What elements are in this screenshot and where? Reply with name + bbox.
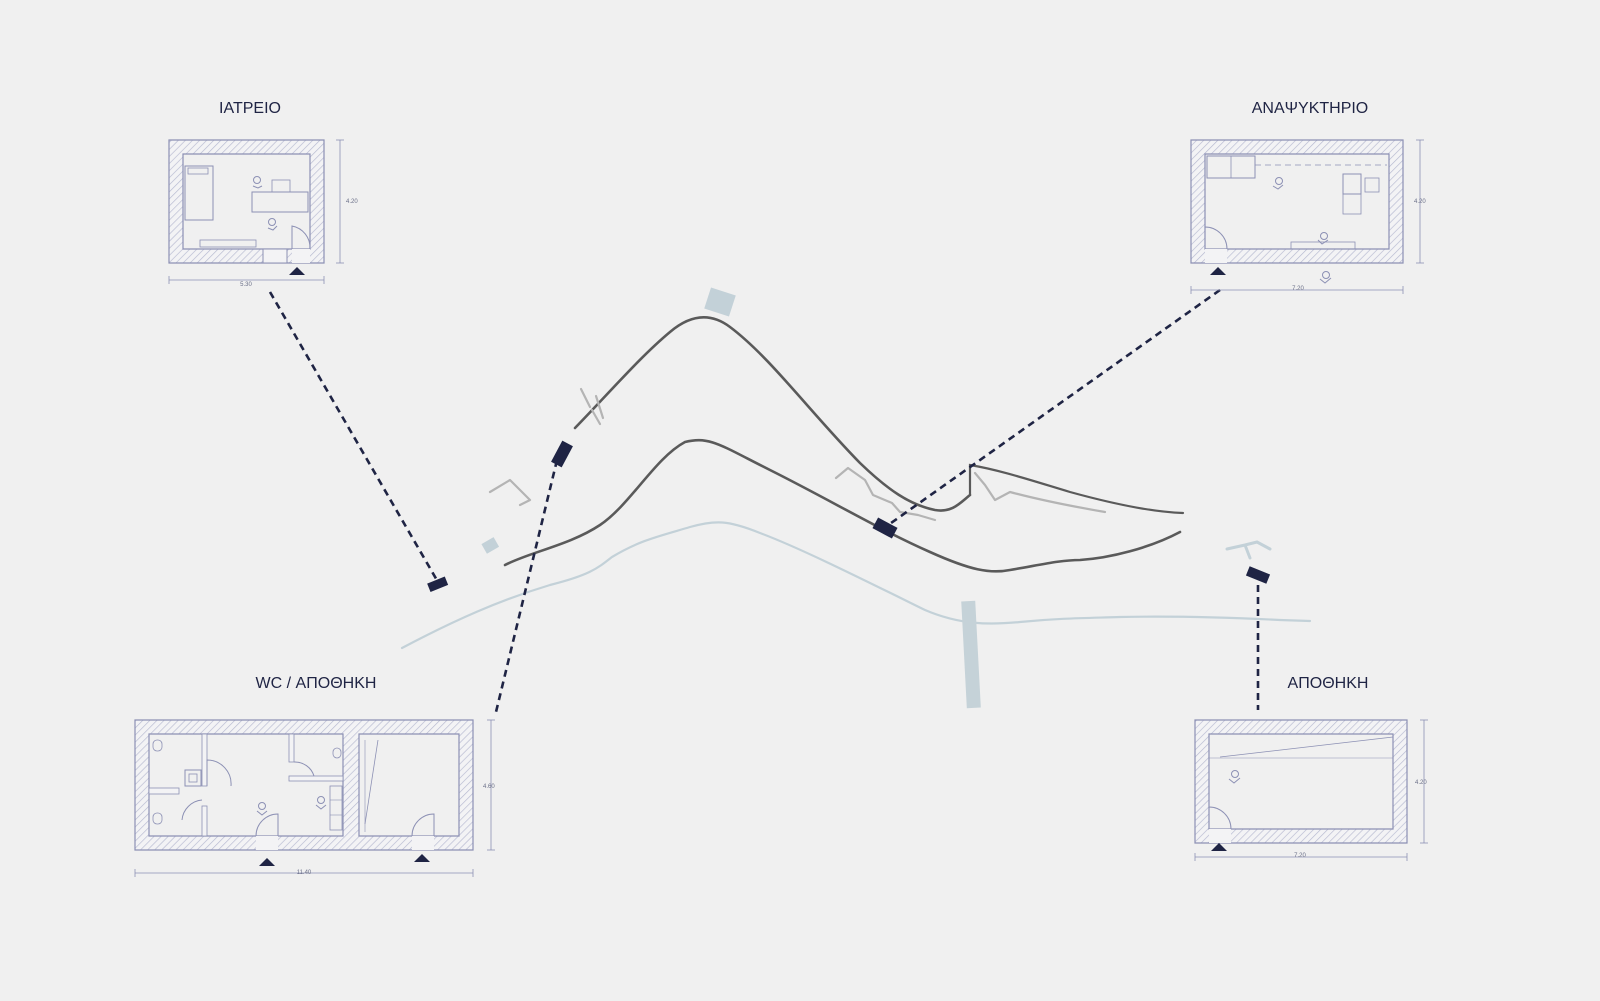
- dim-depth-iatreio: 4.20: [346, 199, 358, 205]
- site-map: [268, 287, 1312, 713]
- entrance-arrow-icon: [289, 267, 305, 275]
- entrance-arrow-icon: [259, 858, 275, 866]
- plan-wc-apothiki: WC / ΑΠΟΘΗΚΗ 11.40: [134, 675, 495, 877]
- person-icon: [258, 802, 266, 810]
- plan-iatreio: ΙΑΤΡΕΙΟ 5.30 4.20: [168, 100, 358, 288]
- grey-block-left: [481, 537, 500, 554]
- toilet-icon: [152, 739, 163, 752]
- grey-path-center: [834, 466, 937, 522]
- person-icon: [1231, 770, 1239, 778]
- label-iatreio: ΙΑΤΡΕΙΟ: [219, 100, 281, 117]
- dim-depth-wc-apothiki: 4.60: [483, 784, 495, 790]
- entrance-arrow-icon: [1210, 267, 1226, 275]
- lower-path: [503, 438, 1182, 573]
- dim-width-anapsyktirio: 7.20: [1292, 286, 1304, 292]
- grey-path-upper-left: [579, 387, 605, 426]
- toilet-icon: [152, 812, 163, 825]
- person-icon: [253, 176, 261, 184]
- person-icon: [1320, 232, 1328, 240]
- upper-path-spur: [968, 463, 1185, 515]
- leader-iatreio: [268, 291, 440, 583]
- toilet-icon: [332, 747, 342, 759]
- person-icon: [268, 218, 276, 226]
- person-icon: [1322, 271, 1330, 279]
- grey-path-left: [488, 478, 532, 507]
- grey-feature-far-right: [1225, 540, 1272, 560]
- river-line: [400, 521, 1312, 650]
- plan-anapsyktirio: ΑΝΑΨΥΚΤΗΡΙΟ 7.20 4.20: [1190, 100, 1426, 294]
- dim-depth-apothiki: 4.20: [1415, 780, 1427, 786]
- leader-anapsyktirio: [883, 288, 1221, 530]
- label-anapsyktirio: ΑΝΑΨΥΚΤΗΡΙΟ: [1252, 100, 1369, 117]
- person-icon: [1275, 177, 1283, 185]
- person-icon: [317, 796, 325, 804]
- dim-width-wc-apothiki: 11.40: [297, 870, 312, 876]
- marker-anapsyktirio: [872, 517, 898, 539]
- marker-apothiki: [1245, 566, 1271, 584]
- label-wc-apothiki: WC / ΑΠΟΘΗΚΗ: [256, 675, 377, 692]
- pier: [961, 600, 981, 709]
- upper-path: [573, 316, 972, 512]
- dim-width-apothiki: 7.20: [1294, 853, 1306, 859]
- entrance-arrow-icon: [1211, 843, 1227, 851]
- sink-icon: [184, 769, 202, 787]
- grey-block-top: [704, 287, 736, 317]
- dim-width-iatreio: 5.30: [240, 282, 252, 288]
- plan-apothiki: ΑΠΟΘΗΚΗ 7.20 4.20: [1194, 675, 1428, 861]
- label-apothiki: ΑΠΟΘΗΚΗ: [1288, 675, 1369, 692]
- marker-wc-apothiki: [551, 440, 573, 468]
- dim-depth-anapsyktirio: 4.20: [1414, 199, 1426, 205]
- entrance-arrow-icon: [414, 854, 430, 862]
- grey-path-right: [973, 471, 1107, 514]
- marker-iatreio: [427, 576, 449, 593]
- leader-wc-apothiki: [494, 459, 559, 713]
